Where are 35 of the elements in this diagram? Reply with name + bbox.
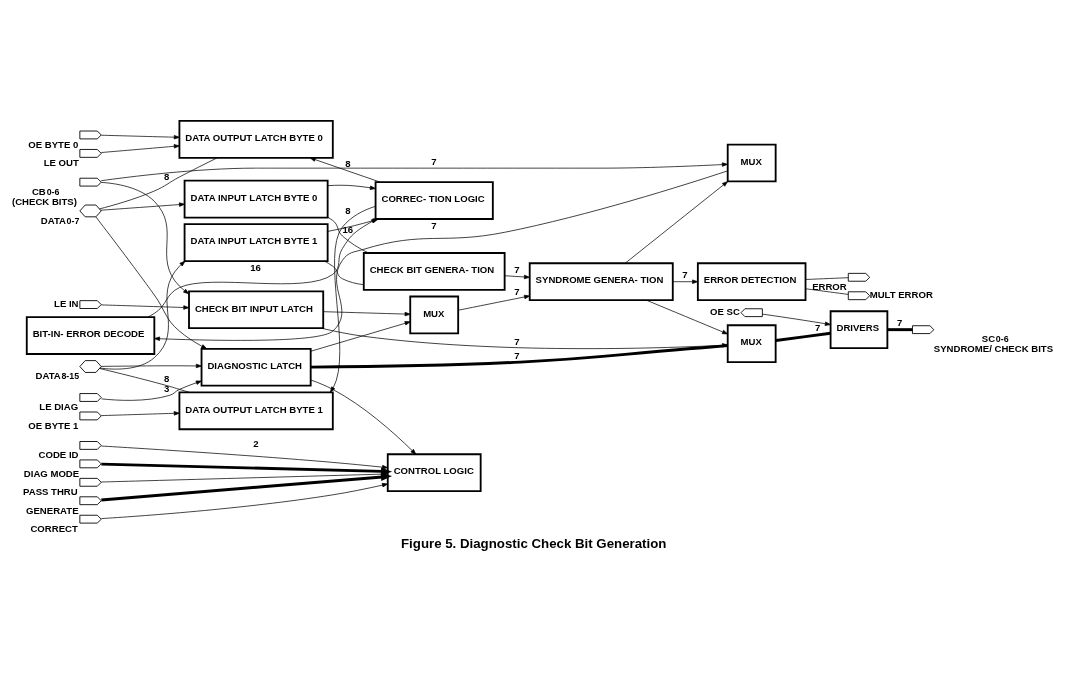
edge-label: 7 — [815, 322, 821, 334]
node-label: PASS THRU — [23, 486, 78, 498]
caption: Figure 5. Diagnostic Check Bit Generation — [401, 536, 667, 552]
edge-label: 7 — [682, 269, 688, 281]
edge-label: 7 — [514, 349, 520, 361]
node-label: OE SC — [710, 306, 740, 318]
edge-label: 16 — [250, 261, 261, 273]
edge-label: 7 — [514, 335, 520, 347]
edge-label: 3 — [163, 382, 170, 394]
edge-label: 16 — [342, 223, 354, 235]
node-label: SC0-6 SYNDROME/ CHECK BITS — [933, 333, 1054, 355]
node-label: LE OUT — [43, 157, 79, 169]
node-label: GENERATE — [26, 504, 79, 516]
edge-label: 2 — [253, 438, 259, 450]
edge-label: 7 — [431, 155, 437, 167]
node-label: CORRECT — [30, 523, 78, 535]
edge-label: 7 — [896, 317, 903, 329]
node-label: LE DIAG — [39, 401, 79, 413]
node-label: DATA8-15 — [35, 370, 80, 382]
node-label: MULT ERROR — [869, 289, 933, 301]
edge-label: 8 — [345, 205, 351, 217]
node-label: DATA0-7 — [40, 214, 80, 226]
edge-label: 8 — [163, 170, 170, 182]
edge-label: 8 — [345, 157, 351, 169]
edge-label: 8 — [163, 372, 170, 384]
node-label: OE BYTE 1 — [28, 419, 79, 431]
node-label: DIAG MODE — [23, 467, 80, 479]
edge-label: 7 — [431, 219, 437, 231]
edge-label: 7 — [514, 286, 520, 298]
edge-label: 7 — [514, 264, 520, 276]
node-label: LE IN — [54, 298, 79, 310]
node-label: CODE ID — [38, 449, 79, 461]
node-label: OE BYTE 0 — [28, 138, 79, 150]
node-label: CB0-6 (CHECK BITS) — [12, 185, 77, 207]
node-label: ERROR — [812, 281, 847, 293]
